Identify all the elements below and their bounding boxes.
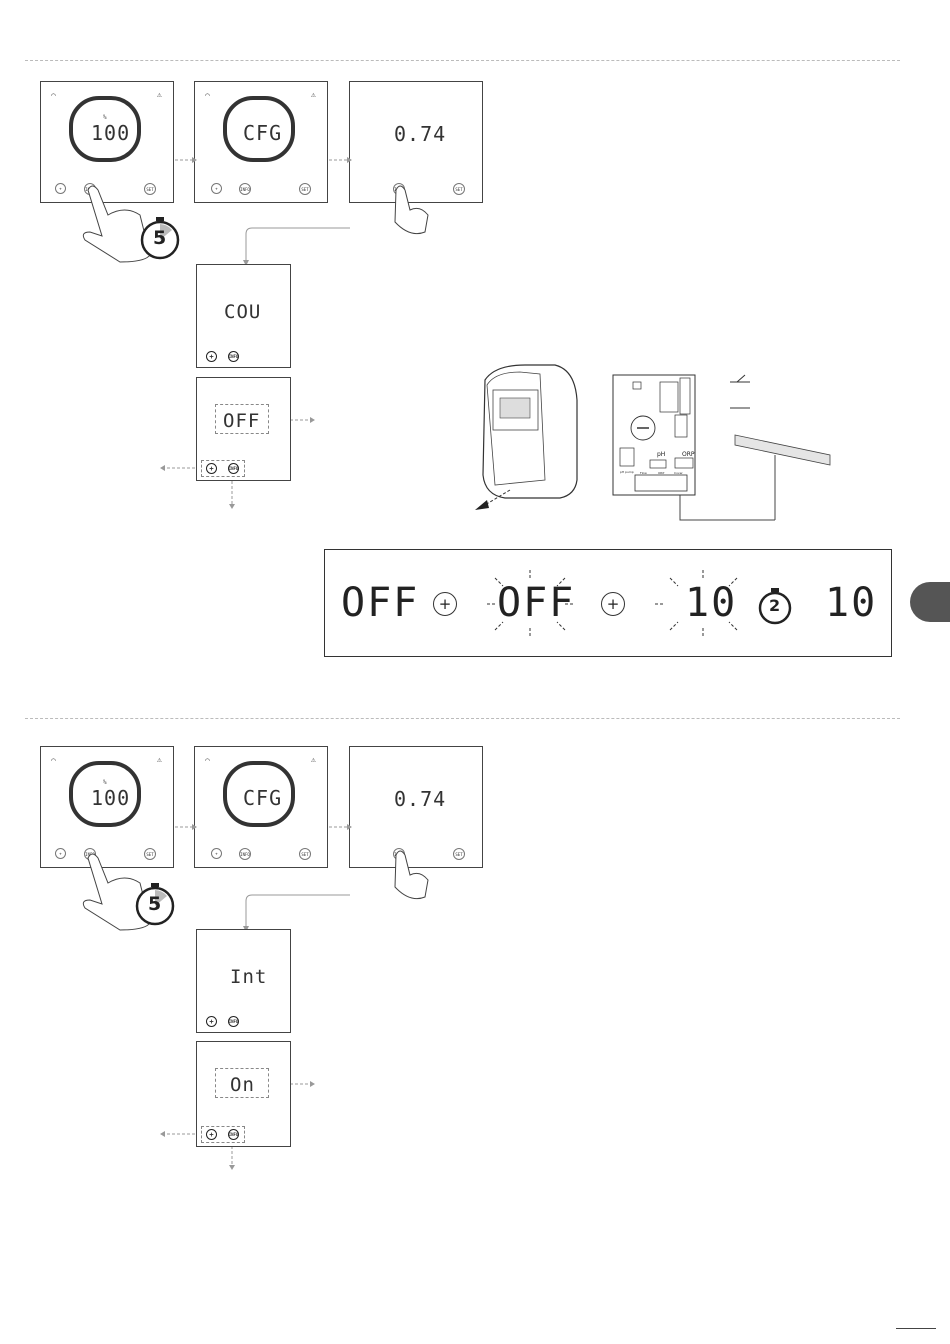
info-button[interactable]: INFO xyxy=(228,351,239,362)
value-panel: On + INFO xyxy=(196,1041,291,1147)
board-label-ph: pH xyxy=(657,451,665,458)
sequence-box: OFF + OFF + 10 2 10 xyxy=(324,549,892,657)
plus-button[interactable]: + xyxy=(206,351,217,362)
display-value: Int xyxy=(230,966,267,988)
plus-button-icon: + xyxy=(433,592,457,616)
timer-value: 5 xyxy=(148,893,161,915)
board-label-flow: Flow xyxy=(640,471,647,475)
timer-value: 5 xyxy=(153,227,166,249)
sequence-result: 10 xyxy=(825,580,877,626)
value-panel: OFF + INFO xyxy=(196,377,291,481)
chapter-tab xyxy=(910,582,950,622)
device-board-illustration xyxy=(465,360,845,525)
timer-value: 2 xyxy=(769,596,780,615)
menu-panel: Int + INFO xyxy=(196,929,291,1033)
board-label-orp: ORP xyxy=(682,451,695,458)
blink-rays xyxy=(485,568,745,640)
info-button[interactable]: INFO xyxy=(228,1016,239,1027)
board-label-pump: pH pump xyxy=(620,470,634,474)
menu-panel: COU + INFO xyxy=(196,264,291,368)
info-button[interactable]: INFO xyxy=(228,463,239,474)
display-value: OFF xyxy=(223,410,260,432)
board-label-orp-small: ORP xyxy=(658,471,664,475)
plus-button[interactable]: + xyxy=(206,463,217,474)
display-value: On xyxy=(230,1074,255,1096)
footer-line xyxy=(896,1328,936,1329)
board-label-cover: Cover xyxy=(674,471,683,475)
plus-button[interactable]: + xyxy=(206,1129,217,1140)
info-button[interactable]: INFO xyxy=(228,1129,239,1140)
display-value: COU xyxy=(224,301,261,323)
hand-press-illustration xyxy=(83,186,150,262)
sequence-step-off: OFF xyxy=(341,580,419,626)
plus-button[interactable]: + xyxy=(206,1016,217,1027)
section2-flow-graphics xyxy=(0,700,950,1200)
